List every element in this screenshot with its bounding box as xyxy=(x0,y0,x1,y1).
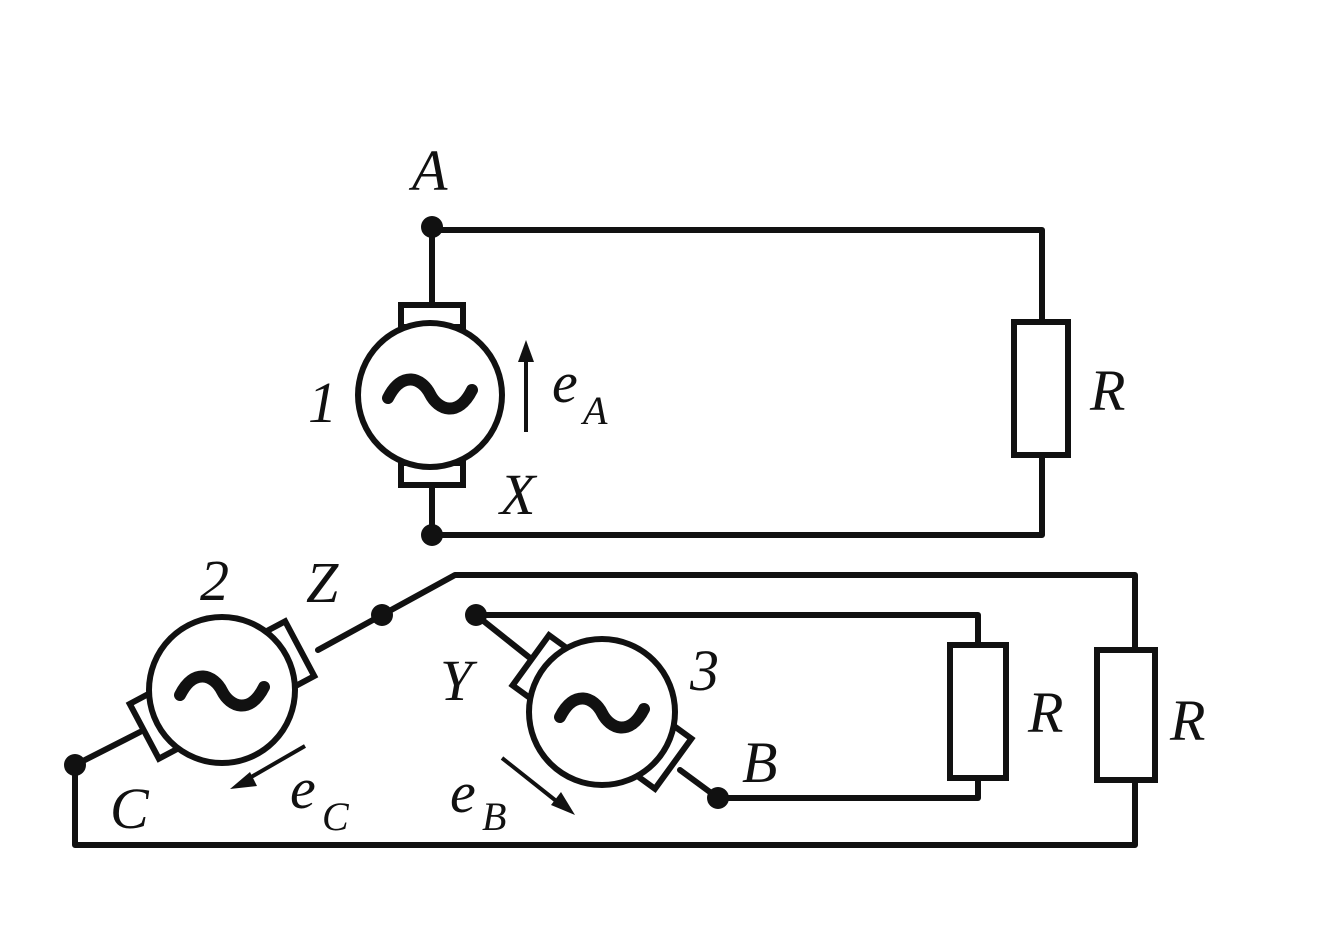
label-eA-subscript: A xyxy=(580,388,608,433)
circuit-2-3: 2 Z C e C Y 3 B e B R R xyxy=(64,548,1205,848)
generator-1 xyxy=(355,302,505,488)
resistor-right xyxy=(1094,647,1158,783)
generator-1-tilde-icon xyxy=(382,373,478,415)
label-generator-3: 3 xyxy=(689,638,719,703)
label-Z: Z xyxy=(306,550,339,615)
generator-3-tilde-icon xyxy=(554,692,650,734)
label-eA: e xyxy=(552,350,578,415)
label-generator-2: 2 xyxy=(200,548,229,613)
emf-arrow-eA-head-icon xyxy=(518,340,534,362)
wire-A-to-R-top xyxy=(429,227,1045,325)
terminal-Y-dot xyxy=(465,604,487,626)
emf-arrow-eA xyxy=(518,340,534,432)
label-generator-1: 1 xyxy=(308,370,337,435)
wire-Z-to-R-right xyxy=(379,572,1138,653)
label-C: C xyxy=(110,776,150,841)
terminal-B-dot xyxy=(707,787,729,809)
emf-arrow-eC xyxy=(230,744,306,789)
wire-R-to-X xyxy=(429,452,1045,538)
label-B: B xyxy=(742,730,777,795)
emf-arrow-eB xyxy=(500,756,575,815)
label-eC: e xyxy=(290,756,316,821)
emf-arrow-eC-head-icon xyxy=(230,772,257,789)
wire-Y-to-gen3 xyxy=(473,612,533,661)
circuit-1: A X 1 e A R xyxy=(308,138,1125,546)
terminal-X-dot xyxy=(421,524,443,546)
terminal-C-dot xyxy=(64,754,86,776)
emf-arrow-eC-shaft xyxy=(245,744,306,782)
label-eB-subscript: B xyxy=(482,794,506,839)
wire-R-right-to-C xyxy=(72,762,1138,848)
label-R-top: R xyxy=(1089,358,1125,423)
generator-2-tilde-icon xyxy=(174,670,270,712)
label-Y: Y xyxy=(440,648,478,713)
terminal-Z-dot xyxy=(371,604,393,626)
wire-C-to-gen2 xyxy=(72,729,143,768)
label-R-middle: R xyxy=(1027,680,1063,745)
label-X: X xyxy=(498,462,538,527)
label-A: A xyxy=(408,138,448,203)
resistor-top xyxy=(1011,319,1071,458)
wire-Y-to-R-mid xyxy=(473,612,981,648)
emf-arrow-eB-head-icon xyxy=(551,792,575,815)
terminal-A-dot xyxy=(421,216,443,238)
label-eC-subscript: C xyxy=(322,794,350,839)
wire-gen2-to-Z xyxy=(315,612,385,653)
emf-arrow-eB-shaft xyxy=(500,756,562,806)
resistor-middle xyxy=(947,642,1009,781)
wire-R-mid-to-B xyxy=(715,775,981,801)
label-R-right: R xyxy=(1169,688,1205,753)
label-eB: e xyxy=(450,760,476,825)
